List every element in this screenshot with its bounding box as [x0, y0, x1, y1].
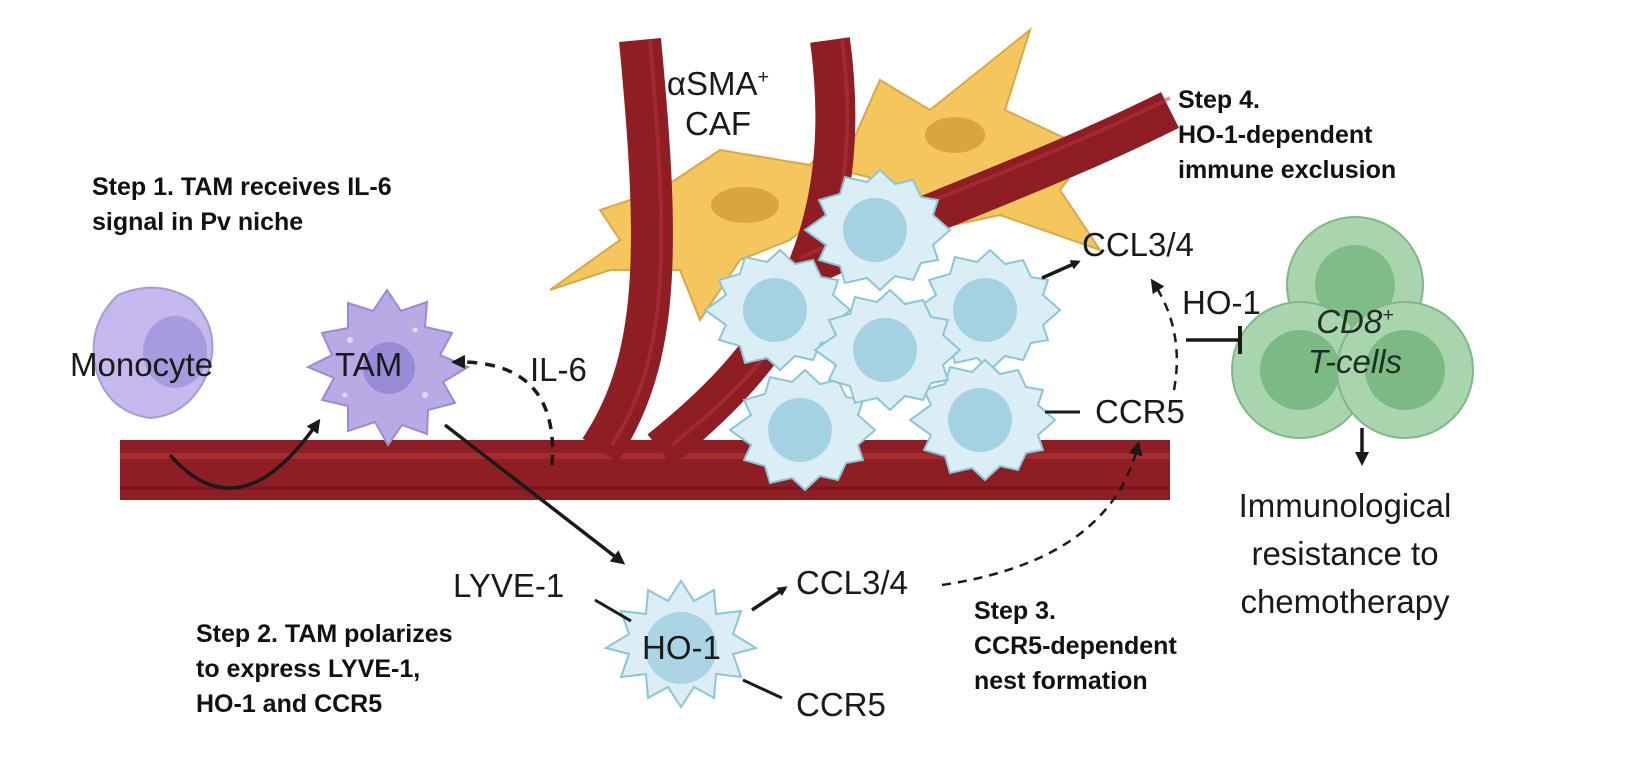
- tcell-marker-sup: +: [1382, 304, 1394, 326]
- ho1-nest-label: HO-1: [1182, 284, 1261, 321]
- arrow-ccr5-to-ccl34: [1150, 278, 1179, 391]
- polarized-tam-cell: [603, 579, 759, 709]
- arrow-tam-to-polarized: [443, 423, 626, 565]
- line-lyve1: [594, 598, 632, 623]
- arrow-ccl34-tam: [751, 586, 788, 612]
- lyve1-label: LYVE-1: [453, 567, 565, 604]
- step1-label: Step 1. TAM receives IL-6 signal in Pv n…: [92, 173, 392, 236]
- tam-label: TAM: [335, 346, 403, 383]
- vessel-branch-left: [582, 38, 673, 462]
- tcell-marker: CD8: [1316, 303, 1383, 340]
- tcell-label: CD8+ T-cells: [1280, 302, 1430, 381]
- arrow-il6-to-tam: [451, 354, 555, 466]
- monocyte-label: Monocyte: [70, 346, 214, 383]
- ccl34-nest-label: CCL3/4: [1082, 226, 1194, 263]
- caf-nucleus-left: [711, 187, 779, 223]
- caf-marker-sup: +: [757, 66, 770, 88]
- caf-label: αSMA+ CAF: [658, 64, 778, 143]
- ccl34-tam-label: CCL3/4: [796, 564, 908, 601]
- ccr5-nest-label: CCR5: [1095, 393, 1185, 430]
- caf-nucleus-right: [925, 117, 985, 153]
- polarized-tam-ho1-label: HO-1: [642, 629, 721, 666]
- caf-name: CAF: [685, 104, 751, 142]
- caf-marker: αSMA: [666, 65, 758, 102]
- arrow-ccl34-to-ccr5: [941, 441, 1143, 587]
- step3-label: Step 3. CCR5-dependent nest formation: [974, 597, 1177, 695]
- tcell-cluster: [1231, 216, 1474, 439]
- ccr5-tam-label: CCR5: [796, 686, 886, 723]
- il6-label: IL-6: [530, 351, 587, 388]
- arrows: [168, 260, 1369, 700]
- step4-label: Step 4. HO-1-dependent immune exclusion: [1178, 86, 1397, 184]
- arrow-monocyte-to-tam: [168, 418, 321, 490]
- outcome-label: Immunological resistance to chemotherapy: [1238, 487, 1452, 620]
- nest-cells: [703, 168, 1062, 492]
- step2-label: Step 2. TAM polarizes to express LYVE-1,…: [196, 620, 453, 718]
- monocyte-cell: [92, 286, 214, 420]
- arrow-ccl34-nest: [1041, 260, 1081, 280]
- tcell-name: T-cells: [1307, 342, 1403, 380]
- tam-cell: [305, 288, 471, 447]
- line-ccr5-tam: [742, 678, 783, 700]
